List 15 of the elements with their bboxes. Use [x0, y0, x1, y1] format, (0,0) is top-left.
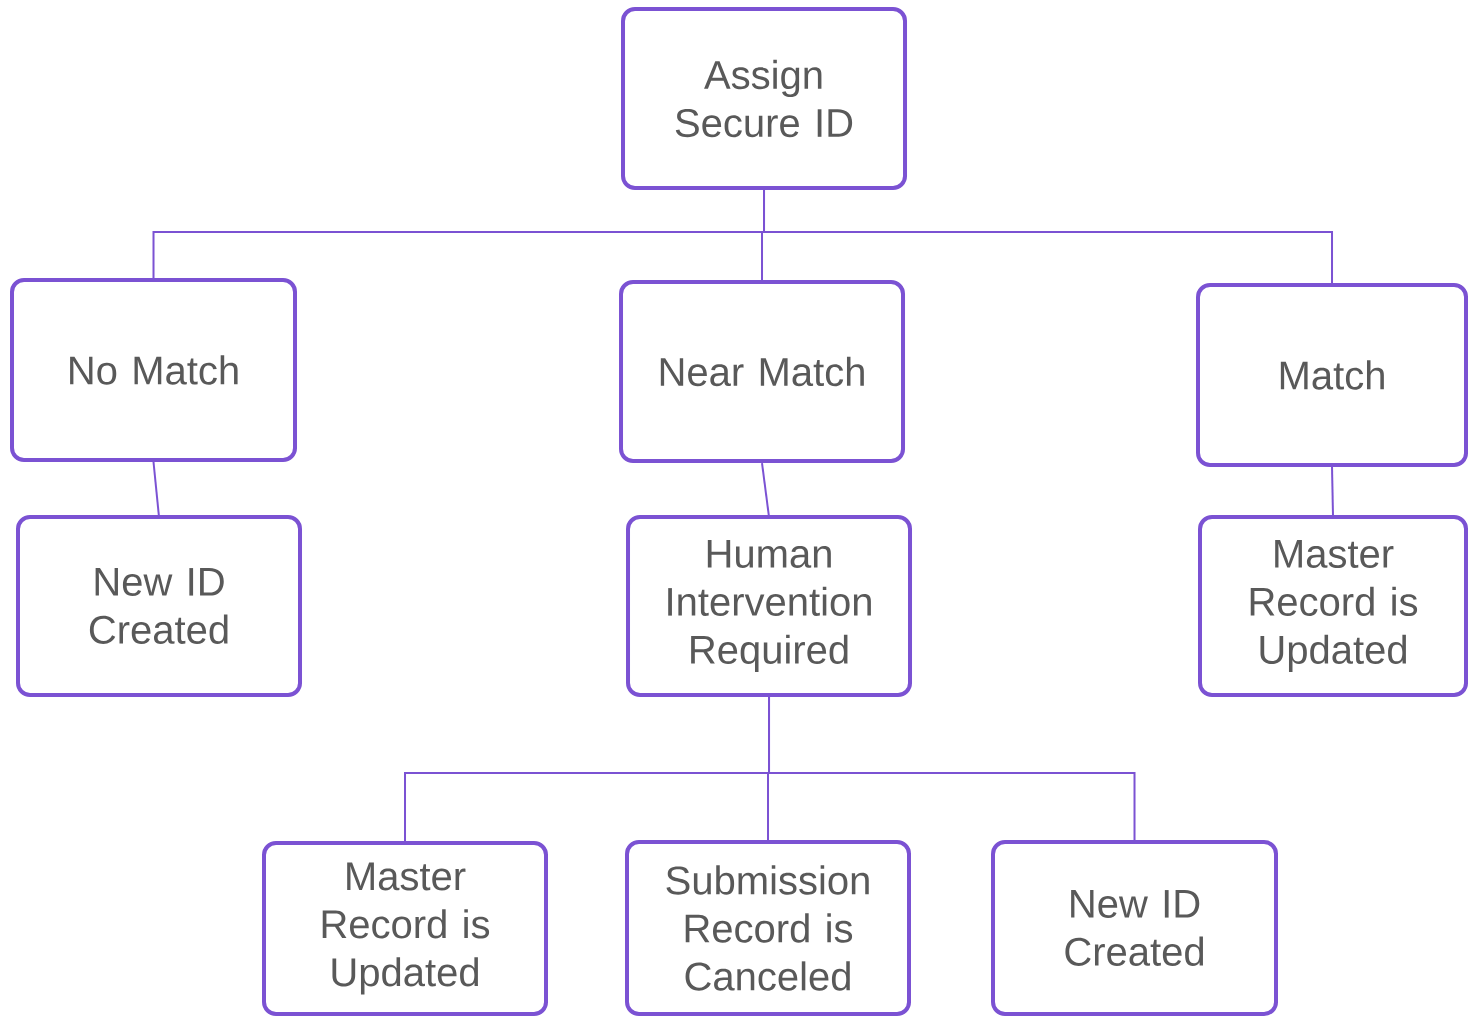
process-box: Master Record is Updated: [262, 841, 548, 1016]
connector-line: [1331, 466, 1334, 518]
connector-line: [152, 461, 160, 518]
process-box: Assign Secure ID: [621, 7, 907, 190]
process-box: New ID Created: [16, 515, 302, 697]
process-box: New ID Created: [991, 840, 1278, 1016]
connector-line: [768, 696, 1136, 841]
process-box: No Match: [10, 278, 297, 462]
process-box: Human Intervention Required: [626, 515, 912, 697]
connector-line: [763, 189, 1333, 284]
process-box: Match: [1196, 283, 1468, 467]
process-box: Master Record is Updated: [1198, 515, 1468, 697]
process-box: Near Match: [619, 280, 905, 463]
connector-line: [761, 462, 770, 518]
process-box: Submission Record is Canceled: [625, 840, 911, 1016]
